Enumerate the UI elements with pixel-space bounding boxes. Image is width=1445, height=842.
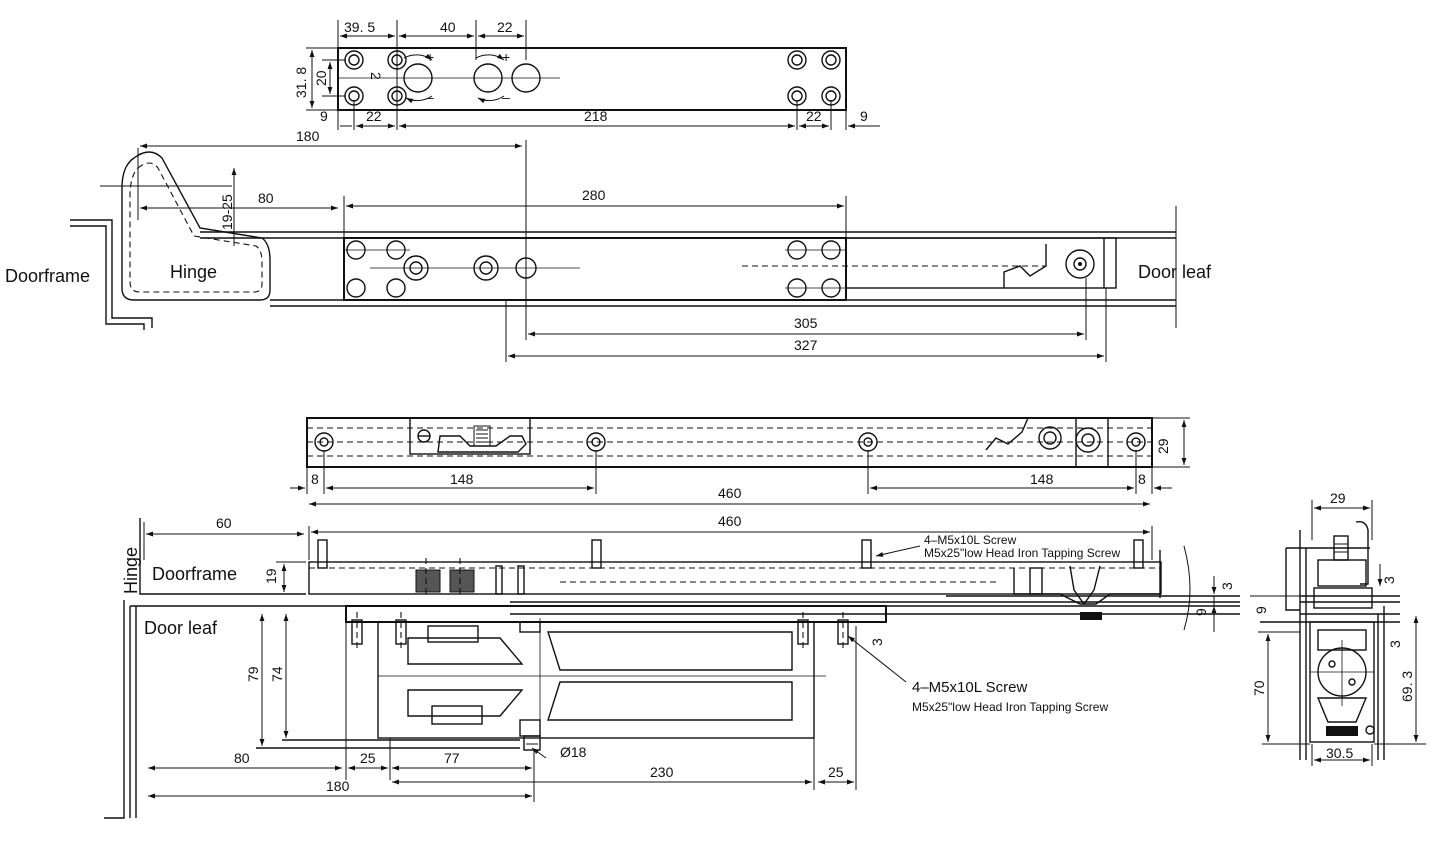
screw-note-top-line2: M5x25"low Head Iron Tapping Screw <box>924 546 1120 560</box>
dim-9-a: 9 <box>1193 608 1209 616</box>
dim-3-b: 3 <box>869 638 885 646</box>
hinge-outline <box>121 151 271 301</box>
dim-79: 79 <box>245 666 261 682</box>
doorframe-top-outline <box>70 219 153 328</box>
screw-note-top-line1: 4–M5x10L Screw <box>924 533 1017 547</box>
dim-31-8: 31. 8 <box>293 67 309 98</box>
end-section-view: 29 70 69. 3 3 9 3 <box>1250 490 1426 766</box>
dim-218: 218 <box>584 108 608 124</box>
dim-460-b: 460 <box>718 513 742 529</box>
door-leaf-label-top: Door leaf <box>1138 262 1212 282</box>
plate-adjust-holes: + – + – 2 <box>368 49 541 105</box>
plus-sign-b: + <box>502 49 510 65</box>
strip-slider <box>409 417 531 455</box>
dim-77: 77 <box>444 750 460 766</box>
dim-9-left: 9 <box>320 108 328 124</box>
doorframe-side-outline <box>139 518 306 595</box>
dim-22-right: 22 <box>806 108 822 124</box>
dim-30-5: 30.5 <box>1326 745 1353 761</box>
dim-69-3: 69. 3 <box>1399 671 1415 702</box>
mounting-plate-view: + – + – 2 <box>293 19 880 130</box>
dim-22-left: 22 <box>366 108 382 124</box>
dim-180-bottom: 180 <box>326 778 350 794</box>
dim-60: 60 <box>216 515 232 531</box>
dim-327: 327 <box>794 337 818 353</box>
section-view: 60 460 Hinge Doorframe Door leaf <box>104 513 1240 819</box>
dim-40: 40 <box>440 19 456 35</box>
doorframe-label-top: Doorframe <box>5 266 90 286</box>
dim-19: 19 <box>263 568 279 584</box>
dim-80-bottom: 80 <box>234 750 250 766</box>
closer-body-plan <box>343 237 847 301</box>
dim-305: 305 <box>794 315 818 331</box>
dim-25-b: 25 <box>828 764 844 780</box>
dim-70: 70 <box>1251 680 1267 696</box>
dim-3-end-a: 3 <box>1381 576 1397 584</box>
dim-9-end: 9 <box>1253 606 1269 614</box>
dim-25-a: 25 <box>360 750 376 766</box>
plan-holes <box>344 240 845 298</box>
dim-22-top: 22 <box>497 19 513 35</box>
dim-20: 20 <box>313 70 329 86</box>
channel-strip-view: 29 8 148 148 8 460 <box>290 417 1190 507</box>
minus-sign-a: – <box>426 89 434 105</box>
dim-80-top: 80 <box>258 190 274 206</box>
dim-19-25: 19-25 <box>219 194 235 230</box>
screw-note-bottom-line1: 4–M5x10L Screw <box>912 679 1028 696</box>
dim-460-a: 460 <box>718 485 742 501</box>
label-2: 2 <box>368 72 384 80</box>
hinge-label-top: Hinge <box>170 262 217 282</box>
plus-sign-a: + <box>426 49 434 65</box>
dim-39-5: 39. 5 <box>344 19 375 35</box>
diameter-18: Ø18 <box>560 744 587 760</box>
dim-280: 280 <box>582 187 606 203</box>
doorframe-label-side: Doorframe <box>152 564 237 584</box>
dim-148-left: 148 <box>450 471 474 487</box>
dim-180-top: 180 <box>296 128 320 144</box>
plate-right-holes <box>787 50 841 106</box>
hinge-label-side: Hinge <box>121 547 141 594</box>
dim-148-right: 148 <box>1030 471 1054 487</box>
dim-8-left: 8 <box>311 471 319 487</box>
dim-230: 230 <box>650 764 674 780</box>
dim-3-end-b: 3 <box>1387 640 1403 648</box>
dim-29-strip: 29 <box>1155 438 1171 454</box>
screw-note-bottom-line2: M5x25"low Head Iron Tapping Screw <box>912 700 1108 714</box>
dim-3-a: 3 <box>1219 582 1235 590</box>
closer-body-section <box>377 621 815 739</box>
dim-29-end: 29 <box>1330 490 1346 506</box>
dim-9-right: 9 <box>860 108 868 124</box>
dim-8-right: 8 <box>1138 471 1146 487</box>
top-screws <box>317 539 1144 569</box>
door-leaf-label-side: Door leaf <box>144 618 218 638</box>
plan-view: 180 80 19-25 Hinge Doorframe Door leaf <box>5 128 1212 362</box>
minus-sign-b: – <box>502 89 510 105</box>
dim-74: 74 <box>269 666 285 682</box>
